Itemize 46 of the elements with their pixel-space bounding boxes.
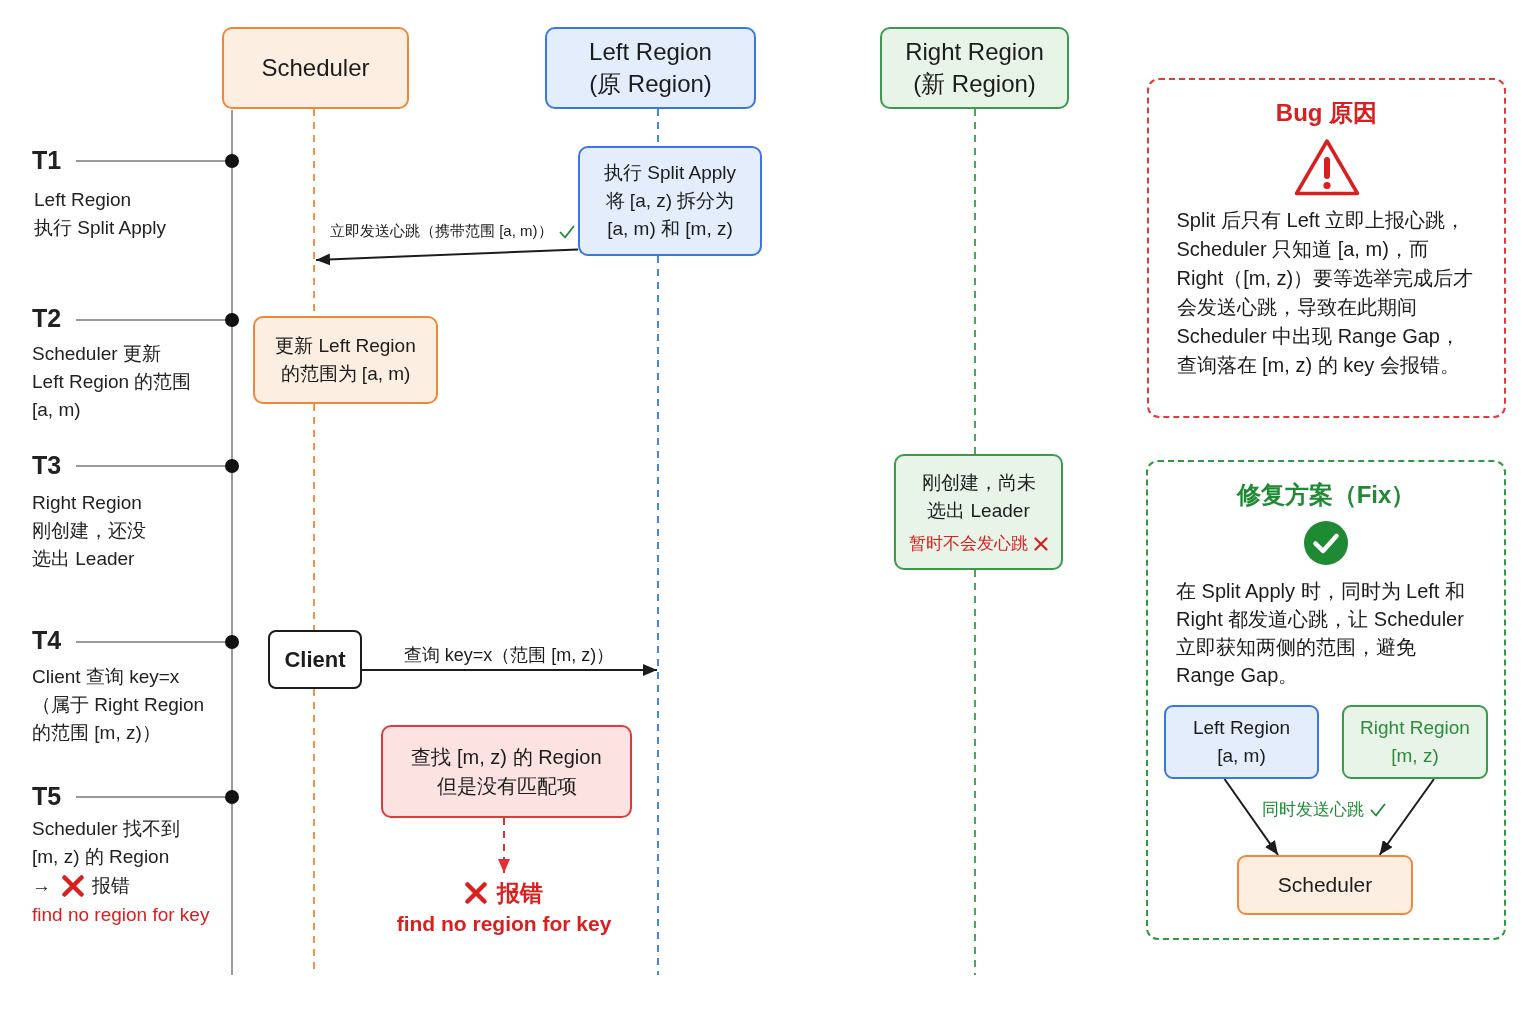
time-label: T2 — [32, 303, 62, 333]
lifeline — [313, 403, 315, 631]
panel-title: 修复方案（Fix） — [1236, 480, 1416, 510]
event-description: Scheduler 更新 Left Region 的范围 [a, m) — [32, 342, 193, 422]
time-label: T3 — [32, 450, 62, 480]
warning-text: 暂时不会发心跳 — [909, 533, 1028, 555]
event-description: Right Region 刚创建，还没选出 Leader — [32, 491, 147, 571]
error-message: find no region for key — [32, 903, 210, 927]
participant-box: Right Region (新 Region) — [880, 27, 1069, 109]
participant-box: Client — [268, 630, 362, 689]
error-text: 报错 — [497, 879, 543, 907]
edge-label: 立即发送心跳（携带范围 [a, m)） — [330, 222, 553, 241]
lifeline — [974, 569, 976, 976]
participant-box: Scheduler — [222, 27, 409, 109]
process-box: 执行 Split Apply 将 [a, z) 拆分为 [a, m) 和 [m, z) — [578, 146, 762, 256]
note-panel — [1146, 460, 1506, 940]
arrow-symbol: → — [32, 874, 51, 898]
arrow — [1378, 778, 1435, 856]
error-message: find no region for key — [396, 911, 612, 937]
process-box: Scheduler — [1237, 855, 1413, 915]
lifeline — [974, 108, 976, 455]
event-description: Scheduler 找不到 [m, z) 的 Region — [32, 817, 181, 869]
process-box: Left Region [a, m) — [1164, 705, 1319, 779]
time-label: T1 — [32, 145, 62, 175]
error-text: 报错 — [92, 874, 130, 898]
panel-text: 在 Split Apply 时，同时为 Left 和 Right 都发道心跳，让 Scheduler 立即获知两侧的范围，避免 Range Gap。 — [1176, 579, 1466, 688]
event-description: Client 查询 key=x（属于 Right Region 的范围 [m, z)） — [32, 665, 206, 745]
panel-title: Bug 原因 — [1275, 98, 1378, 128]
lifeline — [657, 255, 659, 976]
status-box — [894, 454, 1063, 570]
box-text: 刚创建，尚未选出 Leader — [920, 471, 1037, 523]
arrow-caption: 同时发送心跳 — [1262, 799, 1364, 821]
dashed-arrow — [498, 817, 510, 874]
arrow — [315, 248, 579, 266]
event-description: Left Region 执行 Split Apply — [34, 188, 167, 240]
time-label: T4 — [32, 625, 62, 655]
process-box: Right Region [m, z) — [1342, 705, 1488, 779]
participant-box: Left Region (原 Region) — [545, 27, 756, 109]
note-panel — [1147, 78, 1506, 418]
process-box: 更新 Left Region 的范围为 [a, m) — [253, 316, 438, 404]
time-label: T5 — [32, 781, 62, 811]
arrow — [1223, 778, 1279, 856]
arrow — [361, 664, 658, 676]
edge-label: 查询 key=x（范围 [m, z)） — [403, 644, 615, 667]
error-box: 查找 [m, z) 的 Region 但是没有匹配项 — [381, 725, 632, 818]
panel-text: Split 后只有 Left 立即上报心跳，Scheduler 只知道 [a, m)，而 Right（[m, z)）要等选举完成后才会发送心跳，导致在此期间 Scheduler 中出现 Range Gap，查询落在 [m, z) 的 key 会报错。 — [1176, 208, 1475, 378]
